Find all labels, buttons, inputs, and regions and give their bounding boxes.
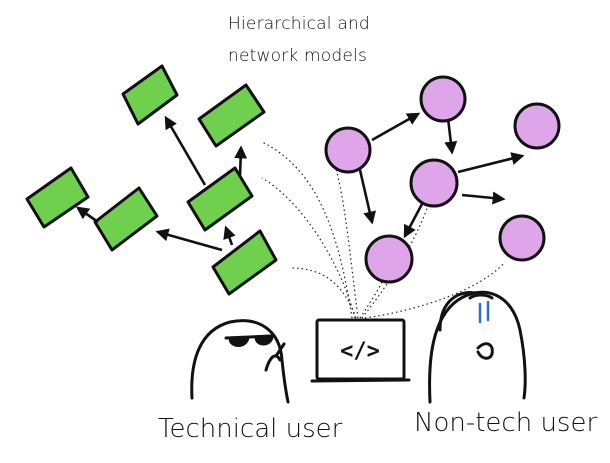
- arrow-center-left-to-left: [75, 206, 99, 224]
- nontech-user-arm: [438, 291, 482, 332]
- nontech-user-brow: [468, 293, 494, 300]
- stressed-user-icon: [428, 290, 527, 404]
- nontech-user-body: [428, 290, 527, 404]
- code-symbol: </>: [340, 339, 380, 364]
- network-node-1: [324, 126, 372, 174]
- dotted-connectors: [261, 141, 506, 319]
- hierarchy-node-left: [25, 166, 90, 229]
- dotted-line-4: [334, 164, 359, 319]
- arrow-n1-to-n5: [358, 169, 376, 225]
- arrow-bottom-to-center-left: [155, 228, 223, 252]
- dotted-line-7: [364, 261, 506, 319]
- technical-user-body: [190, 319, 290, 404]
- dotted-line-5: [359, 281, 383, 319]
- nontech-user-label: Non-tech user: [414, 408, 598, 438]
- arrow-n4-to-n5: [403, 203, 424, 239]
- network-arrows: [358, 112, 525, 239]
- network-node-2: [419, 75, 467, 123]
- diagram-title-line-2: network models: [228, 46, 368, 66]
- technical-user-hand: [264, 342, 286, 372]
- arrow-n1-to-n2: [371, 112, 421, 142]
- cool-user-with-sunglasses-icon: [190, 319, 290, 404]
- dotted-line-3: [289, 267, 357, 319]
- hierarchy-node-bottom: [211, 229, 278, 296]
- hierarchy-node-top-right: [197, 83, 266, 148]
- arrow-n4-to-n3: [457, 152, 525, 174]
- laptop-base: [310, 378, 411, 383]
- arrow-middle-to-top-right: [234, 145, 248, 177]
- network-node-5: [364, 234, 414, 284]
- network-node-3: [513, 102, 561, 150]
- hierarchical-model: [25, 64, 278, 296]
- nontech-user-face-hand: [476, 342, 494, 360]
- technical-user-lens-left: [228, 336, 250, 347]
- hierarchy-node-middle: [186, 166, 254, 232]
- technical-user-label: Technical user: [158, 414, 343, 444]
- arrow-bottom-to-middle: [223, 225, 236, 246]
- network-node-4: [409, 158, 459, 208]
- arrow-n4-to-right: [461, 191, 506, 205]
- technical-user-lens-right: [254, 334, 274, 346]
- network-model: [324, 75, 561, 284]
- network-node-6: [498, 214, 546, 262]
- hierarchy-arrows: [75, 115, 248, 252]
- hierarchy-node-center-left: [93, 186, 159, 252]
- code-laptop-icon: </>: [310, 318, 411, 383]
- diagram-title-line-1: Hierarchical and: [228, 14, 370, 34]
- arrow-n2-to-n4: [444, 117, 458, 155]
- dotted-line-2: [261, 177, 356, 319]
- arrow-middle-to-top-left: [164, 115, 207, 186]
- hierarchy-node-top-left: [121, 64, 179, 126]
